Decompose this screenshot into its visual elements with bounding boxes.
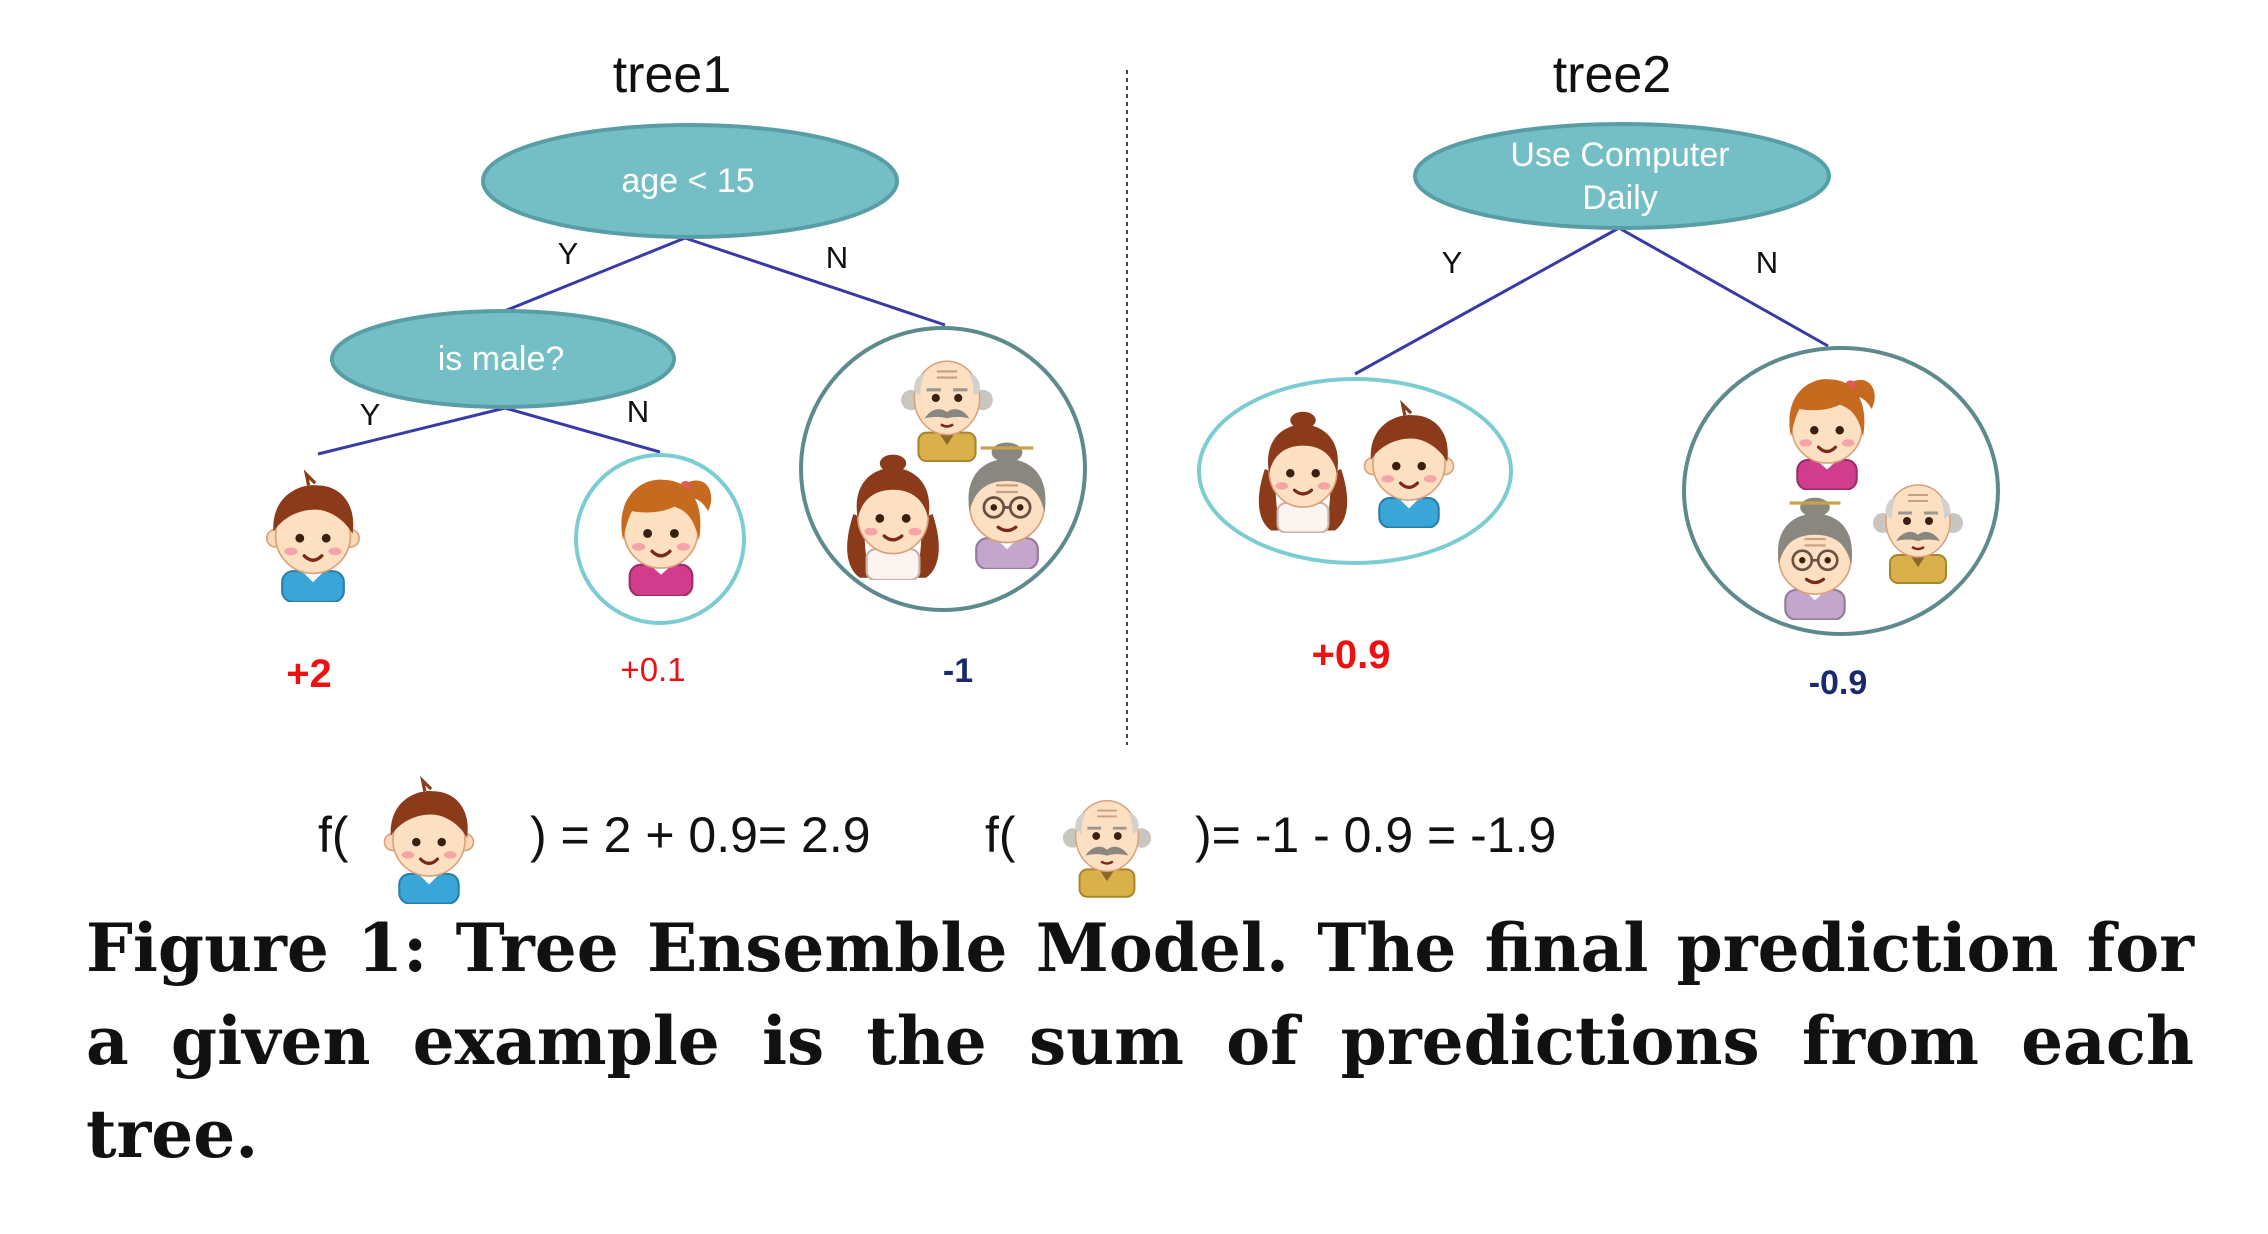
- grandpa-icon: [1061, 799, 1153, 898]
- tree1-leaf3-circle: [799, 326, 1087, 612]
- girl-icon: [1787, 377, 1877, 490]
- boy-icon: [265, 472, 361, 602]
- tree2-root-yes-label: Y: [1442, 245, 1463, 280]
- tree2-leaf1-value: +0.9: [1312, 633, 1391, 677]
- tree2-title: tree2: [1553, 46, 1672, 104]
- tree1-root-yes-label: Y: [558, 236, 579, 271]
- tree1-edges: [317, 236, 946, 456]
- tree2-root-no-label: N: [1756, 245, 1778, 280]
- tree1-leaf2-value: +0.1: [620, 651, 685, 688]
- formula-boy-prefix: f(: [318, 807, 349, 863]
- tree2-root-label-line1: Use Computer: [1510, 136, 1729, 174]
- tree1-root-label: age < 15: [621, 162, 754, 200]
- tree1-leaf3-value: -1: [943, 652, 973, 690]
- woman-icon: [1257, 410, 1349, 533]
- woman-icon: [845, 452, 941, 580]
- tree2-leaf2-circle: [1682, 346, 2000, 636]
- tree1-child-label: is male?: [438, 340, 565, 378]
- tree1-root-no-label: N: [826, 240, 848, 275]
- figure-caption: Figure 1: Tree Ensemble Model. The final…: [86, 909, 2194, 1173]
- tree1-leaf1-value: +2: [286, 652, 332, 696]
- girl-icon: [619, 478, 713, 596]
- tree2-leaf2-value: -0.9: [1809, 664, 1868, 702]
- boy-icon: [1362, 403, 1456, 528]
- tree1-child-no-label: N: [627, 394, 649, 429]
- grandma-icon: [966, 440, 1048, 569]
- grandpa-icon: [1871, 483, 1965, 584]
- grandma-icon: [1776, 496, 1854, 620]
- boy-icon: [382, 779, 476, 904]
- grandpa-icon: [899, 359, 995, 462]
- formula-grandpa-result: )= -1 - 0.9 = -1.9: [1195, 807, 1556, 863]
- tree1-child-node: [330, 309, 676, 409]
- tree2-leaf1-circle: [1197, 377, 1513, 565]
- formula-grandpa-prefix: f(: [985, 807, 1016, 863]
- tree2-root-label-line2: Daily: [1582, 179, 1658, 217]
- tree2-root-node: [1413, 122, 1831, 230]
- tree1-root-node: [481, 123, 899, 239]
- formula-boy-result: ) = 2 + 0.9= 2.9: [530, 807, 871, 863]
- tree1-leaf2-circle: [574, 453, 746, 625]
- tree2-edges: [1354, 226, 1829, 376]
- tree1-child-yes-label: Y: [360, 397, 381, 432]
- tree1-title: tree1: [613, 46, 732, 104]
